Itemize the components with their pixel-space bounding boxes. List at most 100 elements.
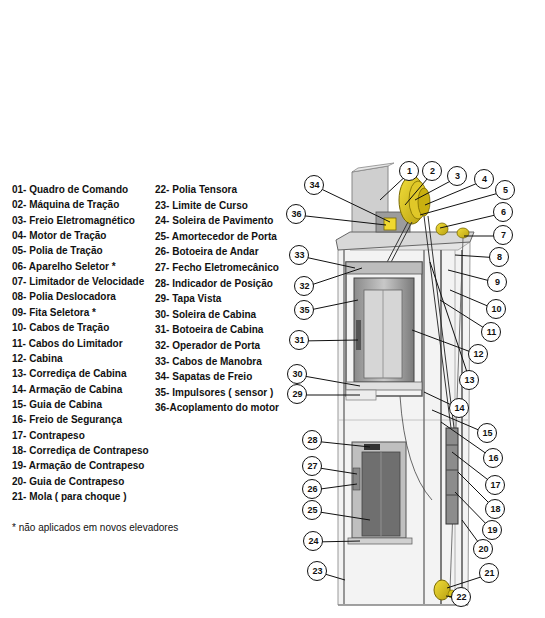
- callout-circle: 26: [302, 479, 322, 499]
- callout-number: 8: [497, 253, 502, 262]
- callout-circle: 33: [289, 245, 309, 265]
- part-list-item: 17- Contrapeso: [12, 430, 85, 442]
- part-list-item: 20- Guia de Contrapeso: [12, 476, 124, 488]
- callout-circle: 9: [487, 272, 507, 292]
- callout-circle: 34: [304, 175, 324, 195]
- guide-rails: [461, 250, 463, 604]
- landing-door: [362, 452, 400, 536]
- traction-machine: [418, 188, 430, 216]
- callout-circle: 11: [481, 322, 501, 342]
- part-list-item: 34- Sapatas de Freio: [155, 371, 252, 383]
- part-list-item: 18- Corrediça de Contrapeso: [12, 445, 149, 457]
- callout-number: 19: [487, 526, 497, 535]
- callout-number: 29: [292, 390, 302, 399]
- counterweight: [446, 428, 458, 524]
- callout-number: 9: [495, 278, 500, 287]
- cables: [384, 222, 408, 268]
- callout-circle: 16: [483, 448, 503, 468]
- callout-number: 36: [291, 210, 301, 219]
- callout-number: 25: [307, 506, 317, 515]
- callout-circle: 7: [493, 225, 513, 245]
- part-list-item: 27- Fecho Eletromecânico: [155, 262, 279, 274]
- callout-number: 3: [455, 172, 460, 181]
- landing-door: [352, 442, 406, 538]
- landing-door: [348, 442, 412, 544]
- part-list-item: 23- Limite de Curso: [155, 200, 248, 212]
- cabin: [346, 262, 422, 274]
- cabin: [383, 290, 384, 378]
- buffer-spring: [434, 580, 450, 600]
- part-list-item: 28- Indicador de Posição: [155, 278, 273, 290]
- cabin: [346, 262, 422, 396]
- shaft-walls: [338, 420, 468, 421]
- callout-circle: 3: [447, 166, 467, 186]
- part-list-item: 11- Cabos do Limitador: [12, 338, 123, 350]
- callout-circle: 19: [482, 520, 502, 540]
- callout-circle: 6: [493, 202, 513, 222]
- callout-number: 23: [312, 567, 322, 576]
- callout-circle: 35: [294, 300, 314, 320]
- guide-rails: [423, 250, 425, 604]
- callout-number: 6: [501, 208, 506, 217]
- callout-number: 18: [490, 505, 500, 514]
- callout-circle: 15: [477, 423, 497, 443]
- callout-number: 24: [308, 537, 318, 546]
- part-list-item: 29- Tapa Vista: [155, 293, 221, 305]
- control-panel: [352, 163, 394, 172]
- cabin: [346, 262, 422, 400]
- callout-number: 30: [292, 370, 302, 379]
- part-list-item: 26- Botoeira de Andar: [155, 246, 259, 258]
- callout-number: 34: [309, 181, 319, 190]
- callout-number: 32: [299, 282, 309, 291]
- callout-number: 13: [464, 376, 474, 385]
- callout-circle: 8: [489, 247, 509, 267]
- callout-circle: 20: [473, 539, 493, 559]
- callout-number: 20: [478, 545, 488, 554]
- callout-circle: 31: [289, 330, 309, 350]
- callout-circle: 10: [486, 299, 506, 319]
- part-list-item: 10- Cabos de Tração: [12, 322, 109, 334]
- callout-number: 4: [482, 175, 487, 184]
- part-list-item: 07- Limitador de Velocidade: [12, 276, 144, 288]
- callout-circle: 32: [294, 276, 314, 296]
- part-list-item: 14- Armação de Cabina: [12, 384, 122, 396]
- cabin: [356, 320, 361, 350]
- callout-number: 7: [501, 231, 506, 240]
- callout-circle: 29: [287, 384, 307, 404]
- callout-number: 31: [294, 336, 304, 345]
- part-list-item: 04- Motor de Tração: [12, 230, 106, 242]
- callout-number: 12: [473, 350, 483, 359]
- callout-circle: 36: [286, 204, 306, 224]
- part-list-item: 15- Guia de Cabina: [12, 399, 102, 411]
- shaft-walls: [338, 604, 468, 605]
- cables: [388, 222, 412, 268]
- callout-circle: 17: [485, 475, 505, 495]
- callout-circle: 23: [307, 561, 327, 581]
- callout-number: 16: [488, 454, 498, 463]
- callout-number: 21: [484, 569, 494, 578]
- callout-circle: 30: [287, 364, 307, 384]
- part-list-item: 03- Freio Eletromagnético: [12, 215, 135, 227]
- callout-number: 1: [407, 167, 412, 176]
- part-list-item: 25- Amortecedor de Porta: [155, 231, 277, 243]
- part-list-item: 30- Soleira de Cabina: [155, 309, 256, 321]
- part-list-item: 19- Armação de Contrapeso: [12, 460, 144, 472]
- part-list-item: 21- Mola ( para choque ): [12, 491, 126, 503]
- traction-machine: [436, 223, 448, 235]
- callout-number: 10: [491, 305, 501, 314]
- part-list-item: 31- Botoeira de Cabina: [155, 324, 263, 336]
- callout-circle: 5: [495, 180, 515, 200]
- callout-number: 22: [456, 593, 466, 602]
- cables: [424, 216, 451, 428]
- footnote: * não aplicados em novos elevadores: [12, 522, 178, 534]
- part-list-item: 09- Fita Seletora *: [12, 307, 96, 319]
- part-list-item: 02- Máquina de Tração: [12, 199, 119, 211]
- part-list-item: 12- Cabina: [12, 353, 63, 365]
- part-list-item: 08- Polia Deslocadora: [12, 291, 116, 303]
- part-list-item: 06- Aparelho Seletor *: [12, 261, 116, 273]
- part-list-item: 33- Cabos de Manobra: [155, 356, 262, 368]
- cabin: [354, 278, 414, 382]
- counterweight: [446, 495, 458, 496]
- callout-circle: 18: [485, 499, 505, 519]
